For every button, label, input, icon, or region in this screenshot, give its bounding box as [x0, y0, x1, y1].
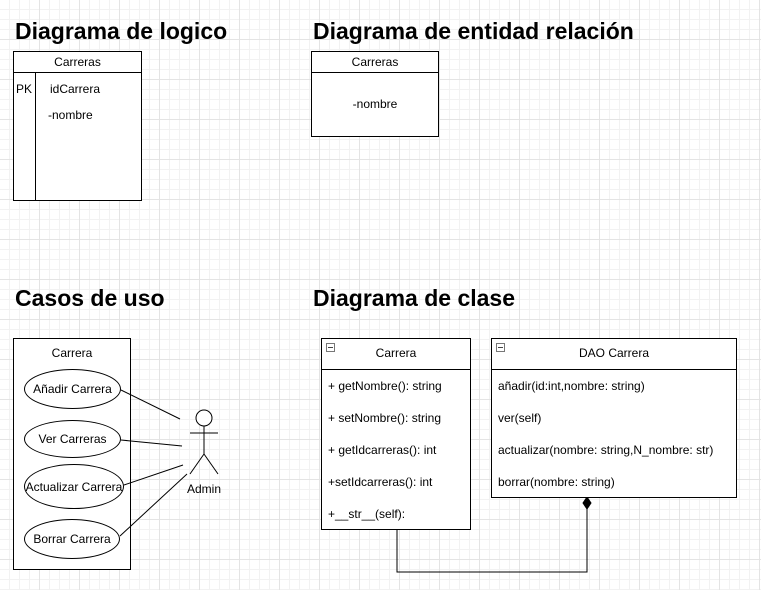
carrera-method: + setNombre(): string [328, 411, 442, 425]
er-diagram-title: Diagrama de entidad relación [313, 18, 634, 44]
association-line-ver [120, 439, 183, 447]
composition-diamond [582, 496, 592, 510]
actor-head [195, 409, 213, 427]
er-entity-name: Carreras [351, 55, 399, 69]
collapse-icon[interactable] [496, 343, 505, 352]
dao-method: añadir(id:int,nombre: string) [498, 379, 645, 393]
usecase-borrar-carrera[interactable]: Borrar Carrera [24, 519, 120, 559]
class-association-line [396, 508, 588, 573]
system-boundary-label: Carrera [51, 346, 93, 360]
association-line-actualizar [123, 464, 184, 486]
logical-table-name: Carreras [54, 55, 101, 69]
class-carrera-name: Carrera [375, 346, 417, 360]
carrera-method: + getIdcarreras(): int [328, 443, 437, 457]
logical-table[interactable] [13, 51, 142, 201]
class-dao-header-divider [491, 369, 737, 370]
usecase-actualizar-carrera[interactable]: Actualizar Carrera [24, 464, 124, 509]
logical-table-key-divider [35, 72, 36, 201]
er-entity-header-divider [311, 72, 439, 73]
carrera-method: +__str__(self): [328, 507, 406, 521]
association-line-borrar [119, 473, 188, 537]
er-entity[interactable] [311, 51, 439, 137]
logical-field-idcarrera: idCarrera [50, 82, 101, 96]
dao-method: ver(self) [498, 411, 542, 425]
class-carrera-header-divider [321, 369, 471, 370]
dao-method: actualizar(nombre: string,N_nombre: str) [498, 443, 714, 457]
actor-left-leg [189, 453, 205, 475]
primary-key-marker: PK [16, 82, 33, 96]
carrera-method: + getNombre(): string [328, 379, 442, 393]
carrera-method: +setIdcarreras(): int [328, 475, 433, 489]
actor-label: Admin [186, 482, 221, 496]
class-dao-carrera[interactable] [491, 338, 737, 498]
association-line-anadir [120, 389, 181, 420]
usecase-ver-carreras[interactable]: Ver Carreras [24, 420, 121, 458]
logical-field-nombre: -nombre [48, 108, 93, 122]
logical-table-header-divider [13, 72, 142, 73]
class-dao-carrera-name: DAO Carrera [578, 346, 649, 360]
actor-right-leg [203, 453, 219, 475]
dao-method: borrar(nombre: string) [498, 475, 615, 489]
er-attribute-nombre: -nombre [352, 97, 398, 111]
collapse-icon[interactable] [326, 343, 335, 352]
class-carrera[interactable] [321, 338, 471, 530]
logical-diagram-title: Diagrama de logico [15, 18, 228, 44]
class-diagram-title: Diagrama de clase [313, 285, 516, 311]
usecase-diagram-title: Casos de uso [15, 285, 165, 311]
usecase-anadir-carrera[interactable]: Añadir Carrera [24, 369, 121, 409]
